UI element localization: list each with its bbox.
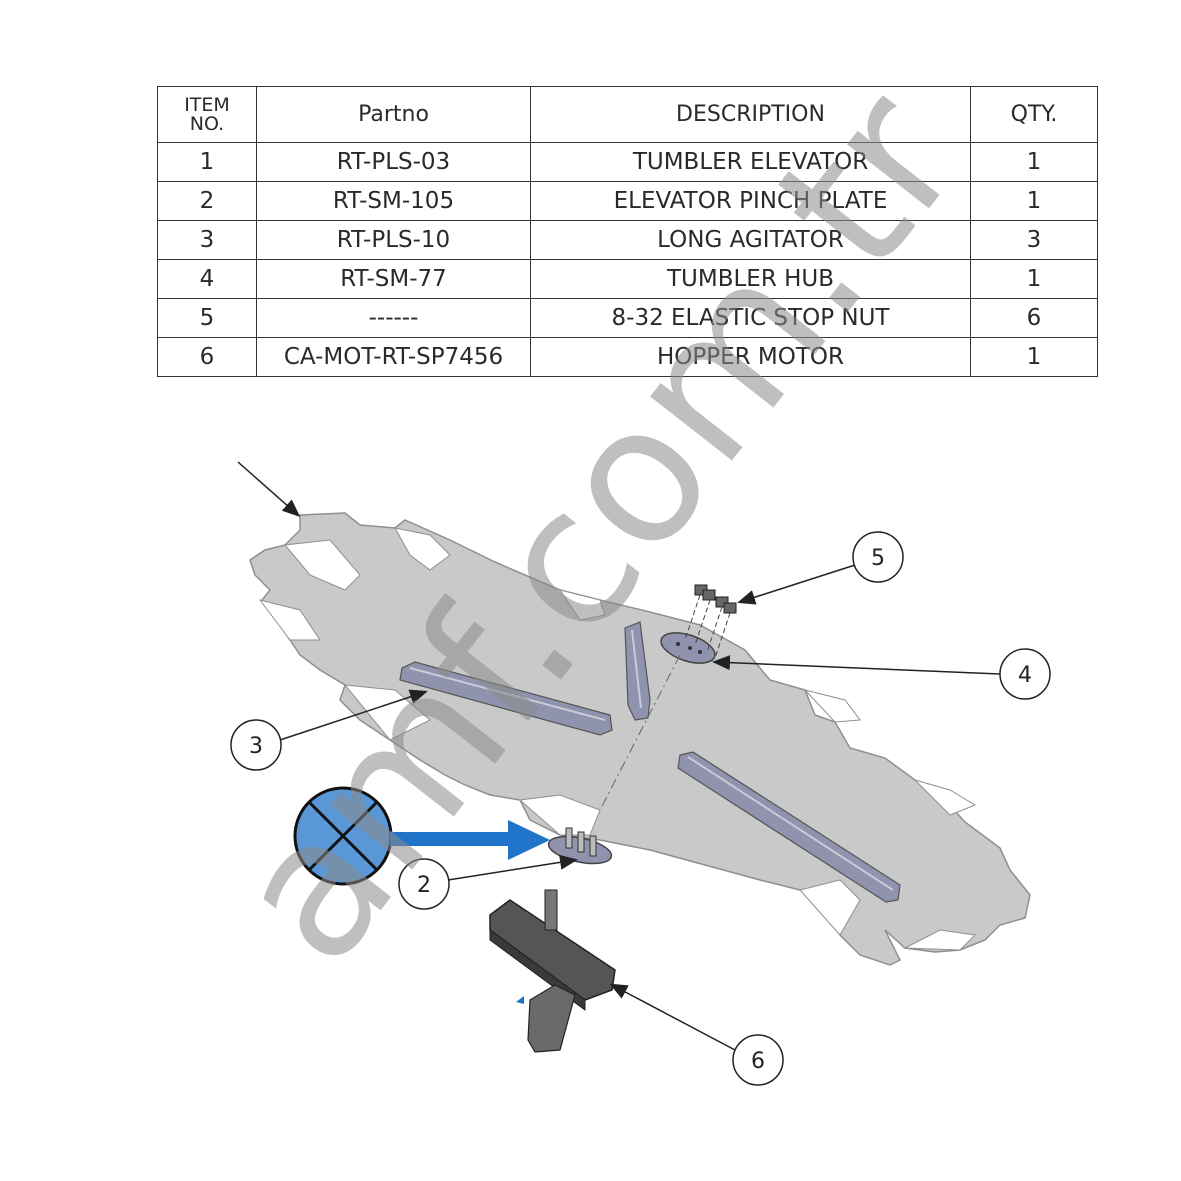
cell-partno: CA-MOT-RT-SP7456 — [256, 337, 531, 377]
cell-item: 5 — [157, 298, 257, 338]
elastic-stop-nuts — [684, 584, 737, 659]
plate-notch — [258, 599, 321, 641]
header-partno: Partno — [256, 86, 531, 143]
small-blue-triangle — [516, 996, 524, 1004]
cell-qty: 1 — [970, 337, 1098, 377]
callout-6: 6 — [732, 1034, 784, 1086]
cell-description: TUMBLER HUB — [530, 259, 971, 299]
leader-line-item-4 — [712, 655, 1001, 675]
plate-notch — [394, 527, 451, 571]
plate-notch — [903, 929, 977, 951]
table-row: 4 RT-SM-77 TUMBLER HUB 1 — [157, 259, 1098, 299]
leader-line-item-2 — [447, 854, 578, 881]
leader-line-item-6 — [609, 983, 736, 1051]
header-item-no-line1: ITEM — [184, 93, 230, 116]
long-agitator — [677, 751, 901, 903]
bom-header-row: ITEM NO. Partno DESCRIPTION QTY. — [157, 86, 1098, 143]
table-row: 3 RT-PLS-10 LONG AGITATOR 3 — [157, 220, 1098, 260]
plate-notch — [558, 589, 606, 621]
tumbler-hub — [660, 632, 716, 664]
plate-notch — [518, 794, 601, 836]
plate-notch — [343, 684, 431, 741]
header-qty: QTY. — [970, 86, 1098, 143]
cell-description: LONG AGITATOR — [530, 220, 971, 260]
bom-table: ITEM NO. Partno DESCRIPTION QTY. 1 RT-PL… — [157, 86, 1098, 377]
table-row: 2 RT-SM-105 ELEVATOR PINCH PLATE 1 — [157, 181, 1098, 221]
cell-qty: 6 — [970, 298, 1098, 338]
callout-6-label: 6 — [751, 1049, 765, 1074]
callout-3: 3 — [230, 719, 282, 771]
cell-description: 8-32 ELASTIC STOP NUT — [530, 298, 971, 338]
leader-line-item-1 — [237, 461, 301, 517]
assembly-centerline — [599, 654, 681, 811]
hopper-motor — [489, 889, 616, 1053]
header-item-no: ITEM NO. — [157, 86, 257, 143]
table-row: 1 RT-PLS-03 TUMBLER ELEVATOR 1 — [157, 142, 1098, 182]
cell-qty: 1 — [970, 142, 1098, 182]
cell-partno: RT-PLS-03 — [256, 142, 531, 182]
cell-description: TUMBLER ELEVATOR — [530, 142, 971, 182]
long-agitator — [399, 661, 613, 736]
long-agitator — [624, 621, 651, 721]
callout-2: 2 — [398, 858, 450, 910]
leader-line-item-3 — [279, 689, 428, 741]
cell-partno: RT-SM-105 — [256, 181, 531, 221]
cell-item: 2 — [157, 181, 257, 221]
table-row: 5 ------ 8-32 ELASTIC STOP NUT 6 — [157, 298, 1098, 338]
callout-3-label: 3 — [249, 734, 263, 759]
cell-partno: ------ — [256, 298, 531, 338]
cell-item: 6 — [157, 337, 257, 377]
cell-qty: 1 — [970, 259, 1098, 299]
plate-notch — [913, 778, 977, 816]
callout-4: 4 — [999, 648, 1051, 700]
callout-5: 5 — [852, 531, 904, 583]
plate-notch — [284, 539, 361, 591]
plate-notch — [799, 879, 861, 936]
callout-5-label: 5 — [871, 546, 885, 571]
callout-4-label: 4 — [1018, 663, 1032, 688]
callout-2-label: 2 — [417, 873, 431, 898]
cell-partno: RT-SM-77 — [256, 259, 531, 299]
header-description: DESCRIPTION — [530, 86, 971, 143]
leader-line-item-5 — [737, 564, 856, 605]
cell-partno: RT-PLS-10 — [256, 220, 531, 260]
cell-description: ELEVATOR PINCH PLATE — [530, 181, 971, 221]
cell-qty: 1 — [970, 181, 1098, 221]
table-row: 6 CA-MOT-RT-SP7456 HOPPER MOTOR 1 — [157, 337, 1098, 377]
plate-notch — [803, 689, 861, 723]
header-item-no-line2: NO. — [189, 112, 225, 135]
arrow-right-icon — [390, 820, 550, 860]
cell-item: 4 — [157, 259, 257, 299]
cell-description: HOPPER MOTOR — [530, 337, 971, 377]
